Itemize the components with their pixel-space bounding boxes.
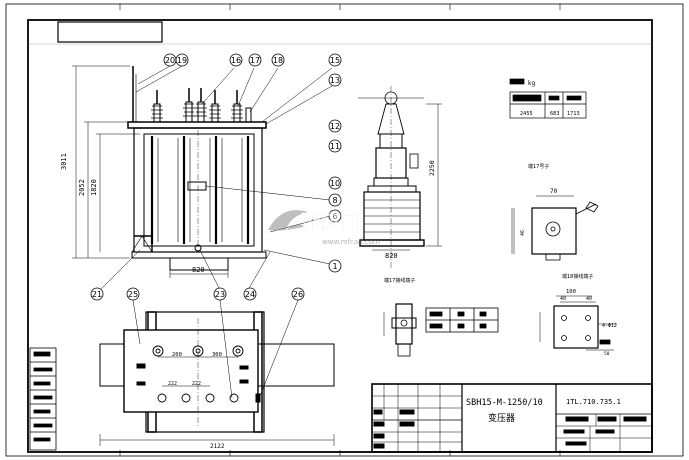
callout-8: 8 [328,193,342,207]
terminal-17-label: 端17号子 [528,163,549,170]
svg-text:21: 21 [92,290,102,299]
callout-19: 19 [175,53,189,67]
svg-text:26: 26 [293,290,303,299]
weight-total: 2455 [520,111,533,117]
plan-dim-222b: 222 [192,381,201,387]
svg-text:15: 15 [330,56,340,65]
svg-text:10: 10 [330,179,340,188]
callout-26: 26 [291,287,305,301]
svg-text:2250: 2250 [428,160,436,176]
title-block: SBH15-M-1250/10 变压器 1TL.710.735.1 [371,383,653,453]
plan-dim-300: 300 [212,352,222,358]
front-base-dim: 820 [192,266,205,274]
watermark-logo: 沐风网 www.mfcad.com [268,210,380,246]
side-view-transformer: 2250 820 [358,86,442,270]
plan-dim-222a: 222 [168,381,177,387]
svg-text:23: 23 [215,290,225,299]
watermark-text: 沐风网 [300,211,360,235]
callout-16: 16 [229,53,243,67]
svg-text:1820: 1820 [90,179,98,196]
detail-hole: 4-Φ12 [602,323,617,329]
callout-13: 13 [328,73,342,87]
callout-15: 15 [328,53,342,67]
weight-body: 1713 [567,111,580,117]
callout-1: 1 [328,259,342,273]
callout-20: 20 [163,53,177,67]
svg-text:20: 20 [165,56,175,65]
callout-10: 10 [328,176,342,190]
plan-overall-dim: 2122 [210,443,225,450]
svg-text:25: 25 [128,290,138,299]
svg-text:6: 6 [332,212,337,221]
svg-text:8: 8 [332,196,337,205]
svg-text:2052: 2052 [78,179,86,196]
terminal-18-flange-detail: 端18接线端子 100 40 40 4-Φ12 50 [539,273,617,357]
callout-12: 12 [328,119,342,133]
svg-text:24: 24 [245,290,255,299]
svg-text:3011: 3011 [60,153,68,170]
svg-text:12: 12 [330,122,340,131]
terminal-18-label: 端18接线端子 [562,273,593,280]
svg-text:17: 17 [250,56,260,65]
svg-text:19: 19 [177,56,187,65]
callout-11: 11 [328,139,342,153]
plan-view-transformer: 200 300 222 222 2122 [99,299,335,450]
side-base-dim: 820 [385,252,398,260]
detail-dim-40b: 40 [586,296,592,302]
svg-text:18: 18 [273,56,283,65]
svg-text:11: 11 [330,142,340,151]
front-view-transformer: 3011 2052 1820 820 [60,65,267,278]
watermark-url: www.mfcad.com [322,238,380,246]
svg-text:13: 13 [330,76,340,85]
terminal-17-detail: 端17号子 70 46 [511,163,599,261]
callout-23: 23 [213,287,227,301]
detail-dim-40a: 40 [560,296,566,302]
detail-dim-70: 70 [550,188,558,195]
title-drawing-number: 1TL.710.735.1 [566,398,621,406]
svg-text:16: 16 [231,56,241,65]
title-model: SBH15-M-1250/10 [466,398,543,408]
callout-21: 21 [90,287,104,301]
terminal-17-wire-detail: 端17接线端子 [383,277,499,357]
weight-unit: kg [528,80,535,87]
callout-25: 25 [126,287,140,301]
callout-6: 6 [328,209,342,223]
weight-oil: 683 [550,111,560,117]
callout-balloons: 20 19 16 17 18 15 13 12 11 10 8 6 1 21 2… [90,53,342,301]
terminal-17-wire-label: 端17接线端子 [384,277,415,284]
callout-18: 18 [271,53,285,67]
callout-17: 17 [248,53,262,67]
drawing-frame [5,3,684,457]
callout-24: 24 [243,287,257,301]
callout-leaders [99,65,333,291]
revision-table-left [29,347,57,451]
detail-dim-100: 100 [566,289,576,295]
weight-table: kg 2455 683 1713 [509,78,587,119]
title-name: 变压器 [488,412,515,424]
svg-text:46: 46 [520,230,526,236]
plan-dim-200: 200 [172,352,182,358]
svg-text:1: 1 [332,262,337,271]
detail-dim-50: 50 [604,351,610,357]
